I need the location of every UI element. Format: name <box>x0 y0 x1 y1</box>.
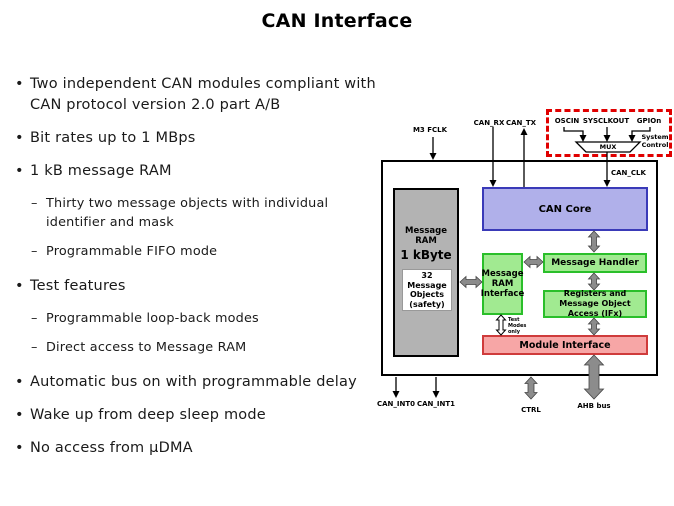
can-int1-label: CAN_INT1 <box>416 400 456 408</box>
bullet-marker: • <box>15 130 24 146</box>
list-item: • Wake up from deep sleep mode <box>12 405 384 426</box>
bullet-text: 1 kB message RAM <box>30 163 172 179</box>
oscin-label: OSCIN <box>554 117 580 125</box>
interface-handler-arrow <box>523 255 544 269</box>
module-interface-block: Module Interface <box>482 335 648 355</box>
list-item: –Thirty two message objects with individ… <box>12 194 384 232</box>
bullet-marker: • <box>15 163 24 179</box>
test-modes-arrow <box>495 314 507 336</box>
bullet-text: Programmable loop-back modes <box>46 311 259 326</box>
dash-marker: – <box>31 196 38 211</box>
test-modes-label: Test Modes only <box>508 317 527 335</box>
can-block-diagram: Message RAM 1 kByte 32 Message Objects (… <box>377 100 674 430</box>
list-item: • Automatic bus on with programmable dela… <box>12 372 384 393</box>
can-clk-arrowhead <box>603 180 611 187</box>
list-item: –Direct access to Message RAM <box>12 338 384 357</box>
bullet-text: No access from µDMA <box>30 440 193 456</box>
bullet-text: Automatic bus on with programmable delay <box>30 374 357 390</box>
can-clk-label: CAN_CLK <box>611 169 646 177</box>
diagram-arrows <box>392 127 651 400</box>
bullet-marker: • <box>15 76 24 92</box>
dash-marker: – <box>31 244 38 259</box>
gpion-arrowhead <box>628 135 636 142</box>
message-objects-block: 32 Message Objects (safety) <box>402 269 452 311</box>
bullet-marker: • <box>15 407 24 423</box>
message-ram-size-label: 1 kByte <box>400 248 452 262</box>
gpion-label: GPIOn <box>636 117 662 125</box>
message-ram-interface-block: Message RAM Interface <box>481 253 524 315</box>
can-int0-label: CAN_INT0 <box>376 400 416 408</box>
bullet-text: Bit rates up to 1 MBps <box>30 130 196 146</box>
bullet-text: Test features <box>30 278 126 294</box>
handler-registers-arrow <box>587 272 601 291</box>
can-int0-arrowhead <box>392 391 400 398</box>
core-handler-arrow <box>587 230 601 253</box>
list-item: • 1 kB message RAM <box>12 161 384 182</box>
can-rx-label: CAN_RX <box>473 119 505 127</box>
oscin-arrow <box>563 127 584 136</box>
bullet-text: Thirty two message objects with individu… <box>46 196 329 230</box>
ahb-bus-arrow <box>583 354 605 400</box>
bullet-text: Programmable FIFO mode <box>46 244 218 259</box>
mux-label: MUX <box>599 143 617 151</box>
can-core-block: CAN Core <box>482 187 648 231</box>
message-handler-block: Message Handler <box>543 253 647 273</box>
bullet-marker: • <box>15 278 24 294</box>
sysclkout-arrowhead <box>603 135 611 142</box>
ctrl-label: CTRL <box>521 406 541 414</box>
bullet-marker: • <box>15 440 24 456</box>
can-tx-arrowhead <box>520 128 528 135</box>
registers-ifx-block: Registers and Message Object Access (IFx… <box>543 289 647 318</box>
ahb-bus-label: AHB bus <box>577 402 611 410</box>
list-item: –Programmable loop-back modes <box>12 309 384 328</box>
dash-marker: – <box>31 311 38 326</box>
list-item: • Two independent CAN modules compliant w… <box>12 74 384 116</box>
system-control-label: System Control <box>641 133 669 149</box>
list-item: • Bit rates up to 1 MBps <box>12 128 384 149</box>
oscin-arrowhead <box>579 135 587 142</box>
sysclkout-label: SYSCLKOUT <box>582 117 630 125</box>
list-item: –Programmable FIFO mode <box>12 242 384 261</box>
bullet-text: Two independent CAN modules compliant wi… <box>30 76 376 113</box>
bullet-marker: • <box>15 374 24 390</box>
can-int1-arrowhead <box>432 391 440 398</box>
bullet-list: • Two independent CAN modules compliant w… <box>12 74 384 471</box>
m3-fclk-arrowhead <box>429 153 437 160</box>
page-title: CAN Interface <box>261 10 413 32</box>
bullet-text: Direct access to Message RAM <box>46 340 247 355</box>
ram-interface-arrow <box>459 275 483 289</box>
bullet-text: Wake up from deep sleep mode <box>30 407 266 423</box>
message-ram-label: Message RAM <box>405 226 447 246</box>
registers-module-arrow <box>587 317 601 336</box>
dash-marker: – <box>31 340 38 355</box>
list-item: • Test features <box>12 276 384 297</box>
can-rx-arrowhead <box>489 180 497 187</box>
mux-shape <box>574 141 642 153</box>
gpion-arrow <box>631 127 651 136</box>
can-tx-label: CAN_TX <box>505 119 537 127</box>
ctrl-arrow <box>524 376 538 400</box>
m3-fclk-label: M3 FCLK <box>412 126 448 134</box>
list-item: • No access from µDMA <box>12 438 384 459</box>
